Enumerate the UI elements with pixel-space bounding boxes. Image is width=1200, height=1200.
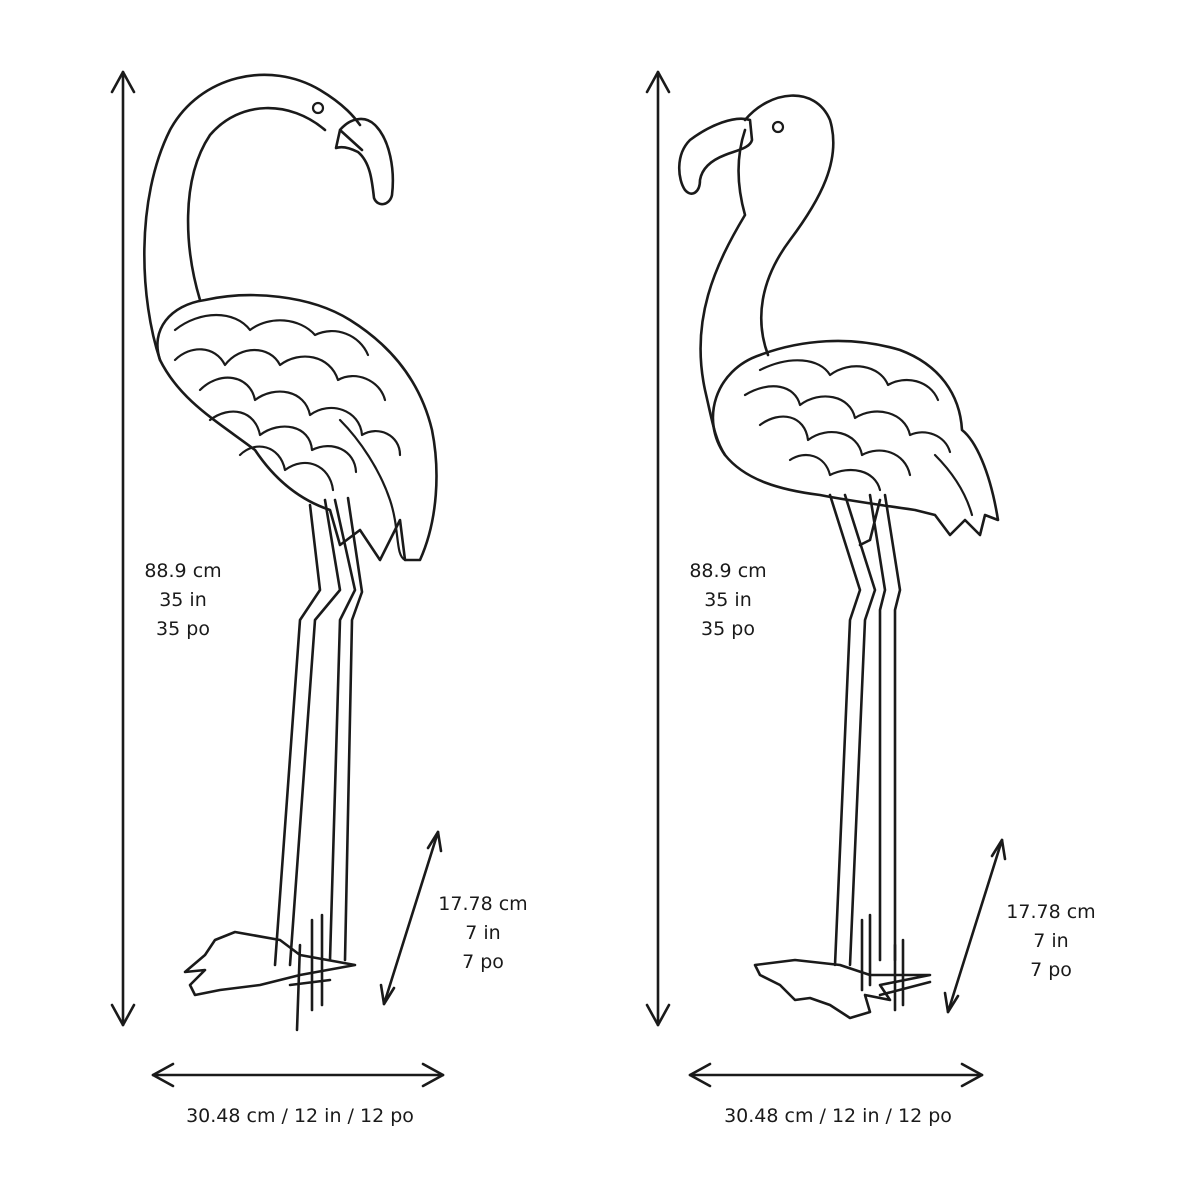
flamingo-left-beak <box>334 117 395 206</box>
right-height-arrow <box>645 70 671 1027</box>
left-stake-label: 17.78 cm 7 in 7 po <box>428 890 538 977</box>
right-height-label: 88.9 cm 35 in 35 po <box>673 557 783 644</box>
left-height-po: 35 po <box>156 618 210 640</box>
flamingo-right-legs <box>828 493 902 967</box>
left-height-in: 35 in <box>159 589 207 611</box>
flamingo-left-neck <box>143 73 362 362</box>
flamingo-right-feet <box>753 958 932 1020</box>
flamingo-right-eye <box>771 120 785 134</box>
left-height-cm: 88.9 cm <box>144 560 222 582</box>
flamingo-right-body <box>711 339 1000 537</box>
right-height-po: 35 po <box>701 618 755 640</box>
right-height-in: 35 in <box>704 589 752 611</box>
left-stake-in: 7 in <box>465 922 501 944</box>
right-width-text: 30.48 cm / 12 in / 12 po <box>724 1105 952 1127</box>
right-stake-label: 17.78 cm 7 in 7 po <box>996 898 1106 985</box>
left-height-label: 88.9 cm 35 in 35 po <box>128 557 238 644</box>
right-stake-in: 7 in <box>1033 930 1069 952</box>
right-stake-cm: 17.78 cm <box>1006 901 1096 923</box>
flamingo-right-beak <box>677 117 754 195</box>
left-height-arrow <box>110 70 136 1027</box>
flamingo-left-stakes <box>288 913 332 1032</box>
flamingo-left-feet <box>183 930 357 997</box>
flamingo-right-stakes <box>860 913 932 1012</box>
right-stake-arrow <box>943 838 1007 1014</box>
left-stake-po: 7 po <box>462 951 504 973</box>
flamingo-left-body <box>156 293 438 562</box>
right-width-arrow <box>688 1062 984 1088</box>
flamingo-right-neck <box>699 94 835 457</box>
right-height-cm: 88.9 cm <box>689 560 767 582</box>
right-stake-po: 7 po <box>1030 959 1072 981</box>
flamingo-left <box>143 73 438 1032</box>
right-width-label: 30.48 cm / 12 in / 12 po <box>688 1102 988 1131</box>
left-width-label: 30.48 cm / 12 in / 12 po <box>150 1102 450 1131</box>
left-stake-arrow <box>379 830 443 1006</box>
left-stake-cm: 17.78 cm <box>438 893 528 915</box>
flamingo-left-legs <box>273 496 364 967</box>
flamingo-left-eye <box>311 101 325 115</box>
flamingo-right <box>677 94 1000 1020</box>
left-width-arrow <box>151 1062 445 1088</box>
left-width-text: 30.48 cm / 12 in / 12 po <box>186 1105 414 1127</box>
